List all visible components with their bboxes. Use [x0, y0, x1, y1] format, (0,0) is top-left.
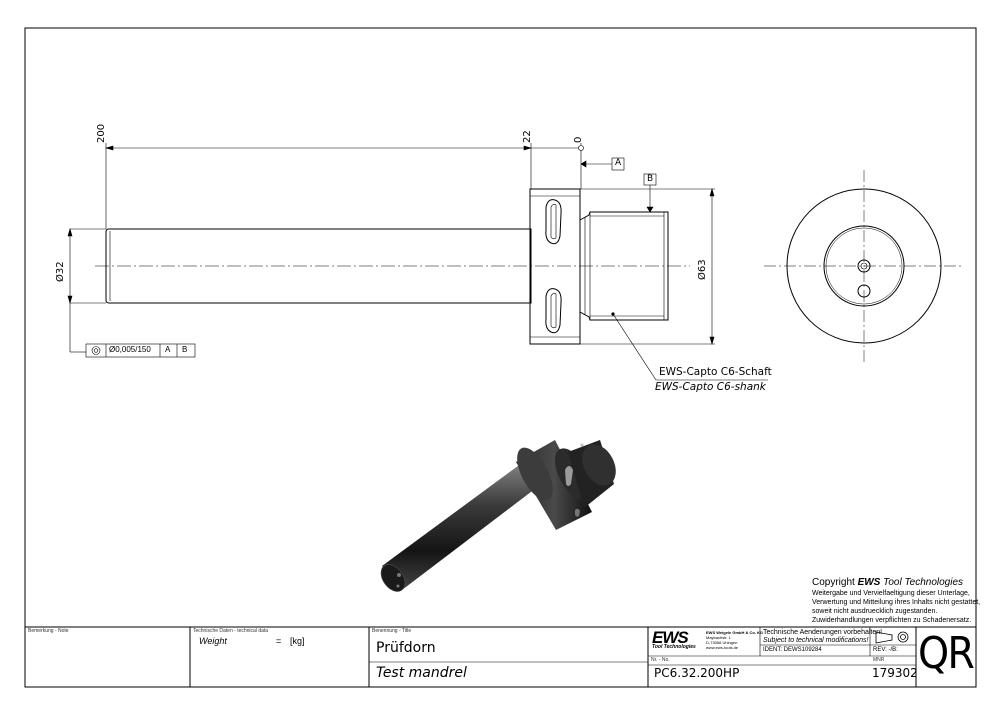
- side-view: [95, 188, 690, 345]
- tolerance-ref-a: A: [165, 345, 171, 354]
- projection-symbol: [875, 631, 893, 644]
- weight-unit: [kg]: [290, 636, 305, 646]
- techdata-label: Technische Daten - technical data: [193, 628, 269, 634]
- callout-line-1: EWS-Capto C6-Schaft: [659, 366, 772, 378]
- title-en: Test mandrel: [376, 665, 467, 681]
- mnr-number: 179302: [872, 666, 918, 680]
- datum-b-label: B: [647, 174, 654, 184]
- drawing-frame: [24, 27, 977, 688]
- front-view: [764, 170, 964, 362]
- tolerance-frame-box: [85, 343, 196, 358]
- title-block-lines: [25, 626, 976, 687]
- dimension-lines: [67, 143, 768, 381]
- tolerance-ref-b: B: [182, 345, 188, 354]
- copyright-text: Weitergabe und Vervielfaeltigung dieser …: [812, 590, 981, 624]
- dim-dia-63: Ø63: [697, 259, 708, 280]
- notice-en: Subject to technical modifications!: [763, 637, 869, 644]
- ews-logo: EWS Tool Technologies: [652, 628, 696, 650]
- mandrel-shaft: [105, 228, 532, 304]
- ident: IDENT: DEWS109284: [763, 647, 822, 653]
- weight-eq: =: [276, 636, 282, 646]
- dim-200: 200: [96, 123, 107, 143]
- flange: [529, 188, 581, 345]
- dim-22: 22: [522, 130, 533, 143]
- rev: REV: -/B:: [873, 647, 898, 653]
- dim-dia-32: Ø32: [55, 261, 66, 282]
- datum-a-label: A: [615, 158, 622, 168]
- remarks-label: Bemerkung - Note: [28, 628, 69, 634]
- title-de: Prüfdorn: [376, 640, 436, 656]
- tolerance-value: Ø0,005/150: [109, 345, 151, 354]
- flange-slot-top: [545, 199, 562, 245]
- flange-slot-bottom: [545, 288, 562, 334]
- notice-de: Technische Aenderungen vorbehalten!: [763, 629, 883, 636]
- weight-label: Weight: [199, 636, 227, 646]
- number-label: Nr. - No.: [651, 657, 670, 663]
- capto-shank: [579, 211, 669, 321]
- mnr-label: MNR: [873, 657, 885, 663]
- qr-mark: QR: [918, 628, 975, 679]
- title-label: Benennung - Title: [372, 628, 412, 634]
- company-address: EWS Weigele GmbH & Co. KG Maybachstr. 1 …: [706, 630, 764, 650]
- dim-0: 0: [573, 136, 584, 143]
- callout-line-2: EWS-Capto C6-shank: [655, 381, 766, 393]
- copyright-notice: Copyright EWS Tool Technologies Weiterga…: [812, 577, 981, 624]
- drawing-number: PC6.32.200HP: [654, 666, 740, 680]
- isometric-render: [380, 440, 616, 592]
